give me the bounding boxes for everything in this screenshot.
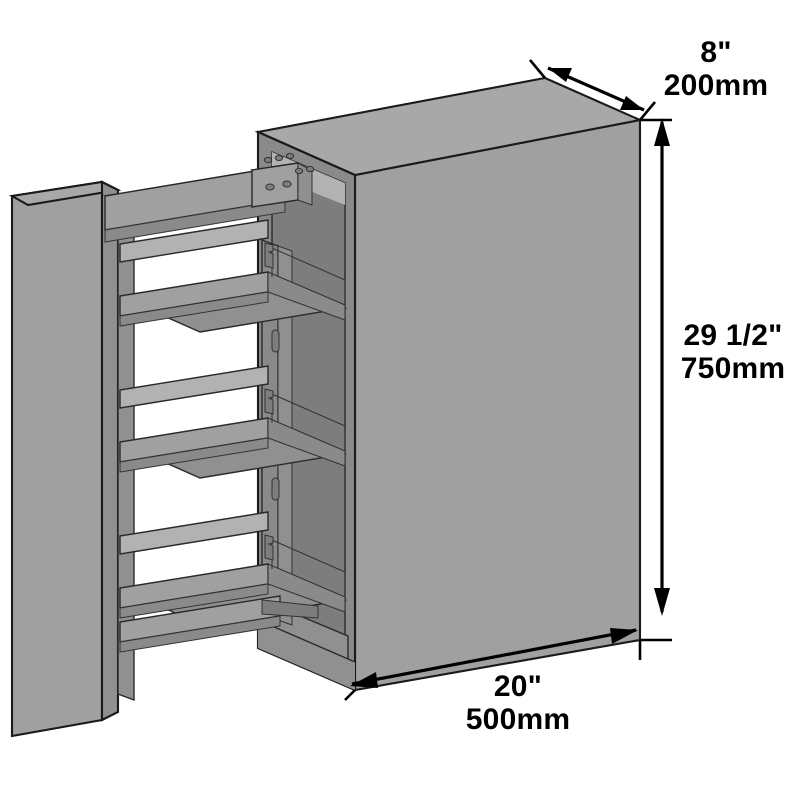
full-extension-slide-rail bbox=[102, 152, 315, 243]
height-arrow-top bbox=[654, 118, 670, 146]
basket3-front-rail bbox=[120, 564, 268, 608]
basket3-latch-hook bbox=[265, 535, 273, 560]
post-slot-upper-outline bbox=[271, 329, 280, 353]
bottom-slide-rail-lip-outline bbox=[119, 615, 281, 653]
width-arrow-left bbox=[350, 672, 378, 688]
basket1-front-rail-shadow-outline bbox=[119, 291, 269, 327]
bracket-screw-hole-1 bbox=[265, 184, 275, 190]
post-slot-lower bbox=[272, 478, 279, 500]
rail-perforation-4-outline bbox=[294, 167, 304, 175]
dimension-height: 29 1/2" 750mm bbox=[640, 118, 785, 642]
depth-ext-line-right bbox=[639, 101, 656, 121]
post-slot-lower-outline bbox=[271, 477, 280, 501]
dimension-depth: 8" 200mm bbox=[529, 36, 768, 121]
door-panel-side-outline bbox=[100, 180, 120, 722]
rail-perforation-3 bbox=[286, 153, 294, 159]
door-panel-side-thickness bbox=[102, 182, 118, 720]
basket3-front-rail-shadow bbox=[120, 584, 268, 618]
basket1-back-rail bbox=[120, 220, 268, 262]
basket1-rear-wire bbox=[271, 247, 346, 281]
basket3-rear-wire bbox=[271, 539, 346, 573]
height-imperial-label: 29 1/2" bbox=[683, 319, 782, 352]
rail-perforation-3-outline bbox=[285, 152, 295, 160]
depth-imperial-label: 8" bbox=[700, 36, 731, 69]
cabinet-right-side-panel bbox=[355, 120, 640, 690]
door-panel-top-edge bbox=[12, 182, 118, 205]
height-arrow-bottom bbox=[654, 588, 670, 616]
cabinet-top-face bbox=[258, 78, 640, 175]
rail-perforation-5-outline bbox=[305, 165, 315, 173]
basket3-right-rail-outline bbox=[267, 563, 346, 613]
width-ext-line-left bbox=[344, 689, 356, 701]
bracket-screw-hole-1-outline bbox=[265, 183, 275, 191]
basket2-right-rail bbox=[268, 418, 345, 466]
width-dim-line bbox=[351, 628, 637, 686]
basket3-latch-hook-outline bbox=[264, 534, 274, 561]
width-arrow-right bbox=[610, 628, 638, 644]
bottom-slide-assembly bbox=[119, 595, 319, 653]
basket3-back-rail bbox=[120, 512, 268, 554]
depth-metric-label: 200mm bbox=[664, 69, 768, 102]
basket2-latch-hook bbox=[265, 389, 273, 414]
basket2-rear-wire bbox=[271, 393, 346, 427]
door-panel-face bbox=[12, 182, 102, 736]
rail-perforation-2-outline bbox=[274, 154, 284, 162]
depth-arrow-left bbox=[548, 68, 572, 82]
slide-rail-lower-lip bbox=[105, 200, 285, 242]
wire-basket-bottom bbox=[119, 511, 348, 625]
depth-arrow-right bbox=[620, 96, 644, 110]
width-metric-label: 500mm bbox=[466, 703, 570, 736]
basket1-right-rail-outline bbox=[267, 271, 346, 321]
basket1-right-rail bbox=[268, 272, 345, 320]
rail-perforation-5 bbox=[306, 166, 314, 172]
basket2-front-rail-shadow-outline bbox=[119, 437, 269, 473]
slide-mounting-bracket-face bbox=[252, 163, 298, 207]
width-imperial-label: 20" bbox=[494, 670, 542, 703]
basket1-latch-hook-outline bbox=[264, 242, 274, 269]
height-metric-label: 750mm bbox=[681, 352, 785, 385]
slide-rail-front-face bbox=[105, 166, 285, 230]
cabinet-base-front-rail bbox=[258, 620, 355, 690]
basket1-latch-hook bbox=[265, 243, 273, 268]
bracket-screw-hole-2 bbox=[282, 181, 292, 187]
basket2-front-rail-shadow bbox=[120, 438, 268, 472]
slide-rail-lower-lip-outline bbox=[104, 199, 286, 243]
basket1-front-rail bbox=[120, 272, 268, 316]
post-slot-upper bbox=[272, 330, 279, 352]
depth-ext-line-left bbox=[529, 59, 546, 79]
rail-perforation-1-outline bbox=[263, 156, 273, 164]
basket2-right-rail-outline bbox=[267, 417, 346, 467]
basket2-latch-hook-outline bbox=[264, 388, 274, 415]
basket3-right-rail bbox=[268, 564, 345, 612]
basket2-back-rail bbox=[120, 366, 268, 408]
rail-perforation-2 bbox=[275, 155, 283, 161]
wire-basket-top bbox=[119, 219, 348, 333]
basket2-front-rail bbox=[120, 418, 268, 462]
basket3-front-rail-shadow-outline bbox=[119, 583, 269, 619]
rail-perforation-4 bbox=[295, 168, 303, 174]
basket1-back-rail-outline bbox=[119, 219, 269, 263]
slide-tail-block-outline bbox=[261, 599, 319, 619]
rail-perforation-1 bbox=[264, 157, 272, 163]
basket1-front-rail-shadow bbox=[120, 292, 268, 326]
wire-basket-middle bbox=[119, 365, 348, 479]
basket2-back-rail-outline bbox=[119, 365, 269, 409]
front-door-panel bbox=[8, 180, 122, 738]
bottom-slide-rail-lip bbox=[120, 616, 280, 652]
bottom-slide-rail-face bbox=[120, 596, 280, 642]
dimension-width: 20" 500mm bbox=[344, 628, 642, 736]
bracket-screw-hole-2-outline bbox=[282, 180, 292, 188]
basket3-back-rail-outline bbox=[119, 511, 269, 555]
